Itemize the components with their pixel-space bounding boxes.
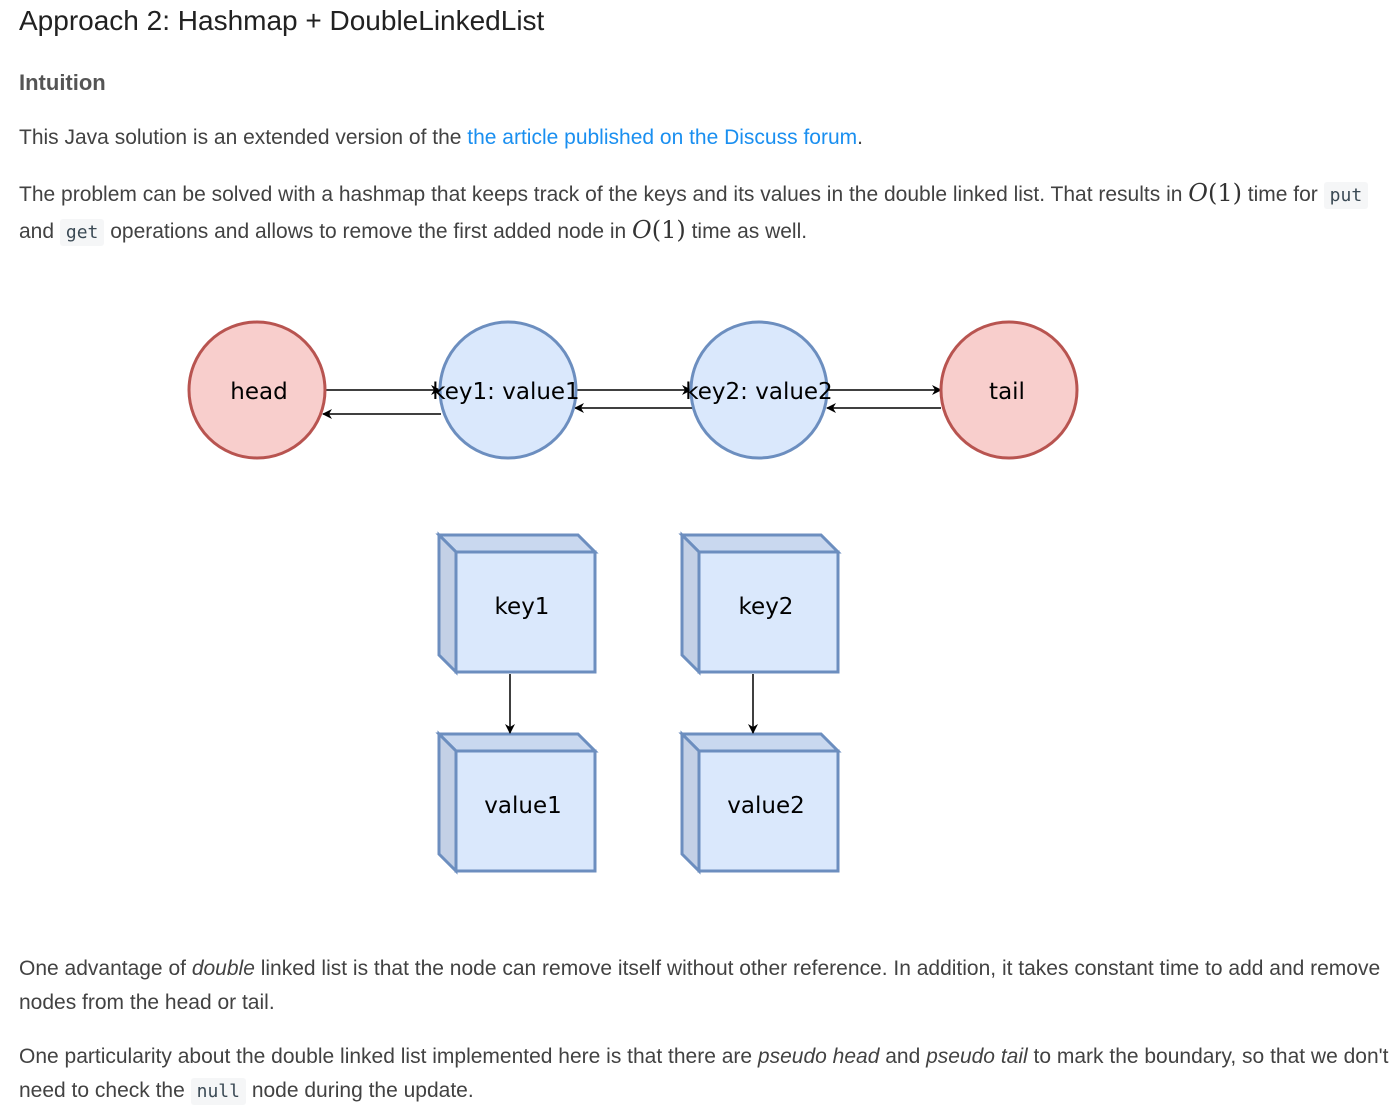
node-key1-label: key1: value1 xyxy=(432,379,579,405)
box-value1-top xyxy=(435,732,599,753)
page-title: Approach 2: Hashmap + DoubleLinkedList xyxy=(19,5,545,36)
box-key1-side xyxy=(437,531,458,676)
hashmap-key2-box xyxy=(678,531,842,676)
code-get: get xyxy=(59,219,105,246)
node-tail-circle xyxy=(939,320,1079,460)
hashmap-key1-box xyxy=(435,531,599,676)
big-o-notation: O(1) xyxy=(1188,179,1242,207)
box-value1-label: value1 xyxy=(484,793,561,819)
node-key2: key2: value2 xyxy=(685,320,833,460)
node-head-circle xyxy=(187,320,327,460)
discuss-article-link[interactable]: the article published on the Discuss for… xyxy=(467,126,858,149)
hashmap-value2-box xyxy=(678,730,842,875)
box-value2-side xyxy=(680,730,701,875)
box-value2-label: value2 xyxy=(727,793,804,819)
hashmap-value1-box xyxy=(435,730,599,875)
box-key2-front xyxy=(697,550,840,674)
box-value2-top xyxy=(678,732,842,753)
pseudo-nodes-paragraph: One particularity about the double linke… xyxy=(19,1040,1399,1109)
node-head: head xyxy=(187,320,327,460)
box-value1-front xyxy=(454,749,597,873)
code-put: put xyxy=(1323,182,1369,209)
section-heading: Intuition xyxy=(19,70,106,95)
node-tail: tail xyxy=(939,320,1079,460)
box-key2-label: key2 xyxy=(739,594,794,620)
box-value1-side xyxy=(437,730,458,875)
box-key2-side xyxy=(680,531,701,676)
box-key1-top xyxy=(435,533,599,554)
intro-paragraph: This Java solution is an extended versio… xyxy=(19,126,863,149)
box-value2-front xyxy=(697,749,840,873)
node-key1-circle xyxy=(438,320,578,460)
node-tail-label: tail xyxy=(989,379,1025,405)
node-head-label: head xyxy=(230,379,287,405)
node-key1: key1: value1 xyxy=(432,320,580,460)
box-key1-label: key1 xyxy=(495,594,550,620)
big-o-notation: O(1) xyxy=(632,216,686,244)
complexity-paragraph: The problem can be solved with a hashmap… xyxy=(19,176,1389,250)
node-key2-label: key2: value2 xyxy=(685,379,832,405)
advantage-paragraph: One advantage of double linked list is t… xyxy=(19,957,1381,1014)
linked-list-pointers xyxy=(322,385,942,419)
box-key1-front xyxy=(454,550,597,674)
node-key2-circle xyxy=(689,320,829,460)
code-null: null xyxy=(190,1078,246,1105)
box-key2-top xyxy=(678,533,842,554)
